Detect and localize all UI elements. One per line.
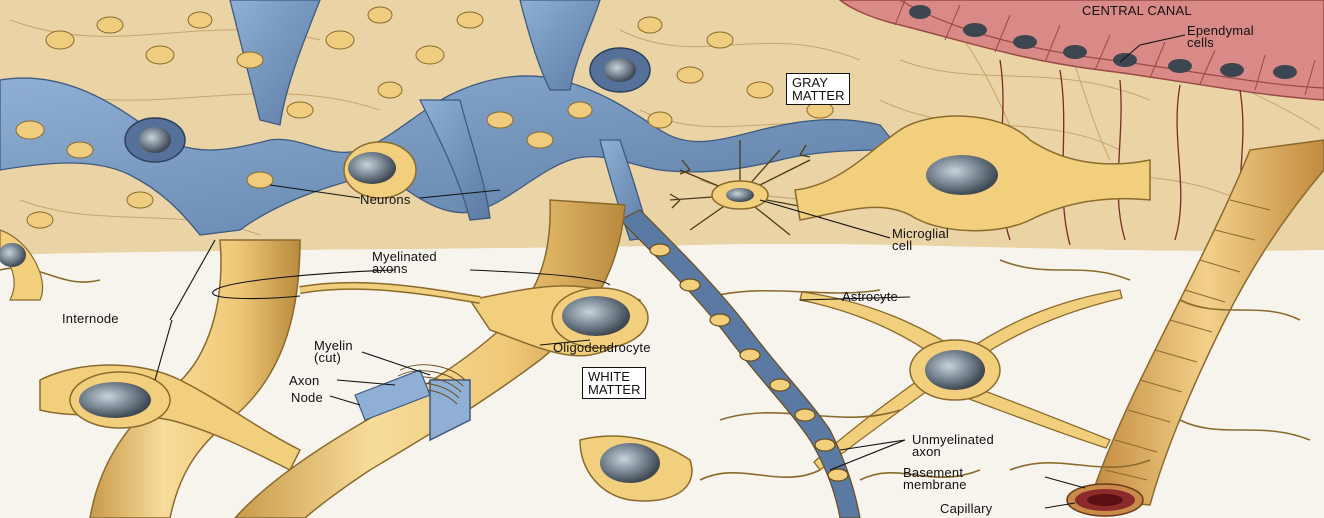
label-microglial-line2: cell (892, 240, 949, 252)
label-unmyelinated-axon: Unmyelinated axon (912, 434, 994, 458)
label-myelinated-axons: Myelinated axons (372, 251, 437, 275)
label-central-canal: CENTRAL CANAL (1082, 4, 1192, 17)
label-gray-matter: GRAY MATTER (786, 73, 850, 105)
label-white-line2: MATTER (588, 383, 640, 396)
label-node: Node (291, 391, 323, 404)
label-neurons: Neurons (360, 193, 411, 206)
label-internode: Internode (62, 312, 119, 325)
label-ependymal-cells: Ependymal cells (1187, 25, 1254, 49)
label-axon: Axon (289, 374, 319, 387)
label-white-matter: WHITE MATTER (582, 367, 646, 399)
label-capillary: Capillary (940, 502, 992, 515)
label-myelin-cut: Myelin (cut) (314, 340, 353, 364)
label-basement-line2: membrane (903, 479, 967, 491)
label-unmyelinated-line2: axon (912, 446, 994, 458)
label-myelinated-line2: axons (372, 263, 437, 275)
label-basement-membrane: Basement membrane (903, 467, 967, 491)
label-myelin-line2: (cut) (314, 352, 353, 364)
label-microglial-cell: Microglial cell (892, 228, 949, 252)
label-gray-line2: MATTER (792, 89, 844, 102)
label-oligodendrocyte: Oligodendrocyte (553, 341, 651, 354)
label-ependymal-line2: cells (1187, 37, 1254, 49)
label-astrocyte: Astrocyte (842, 290, 898, 303)
